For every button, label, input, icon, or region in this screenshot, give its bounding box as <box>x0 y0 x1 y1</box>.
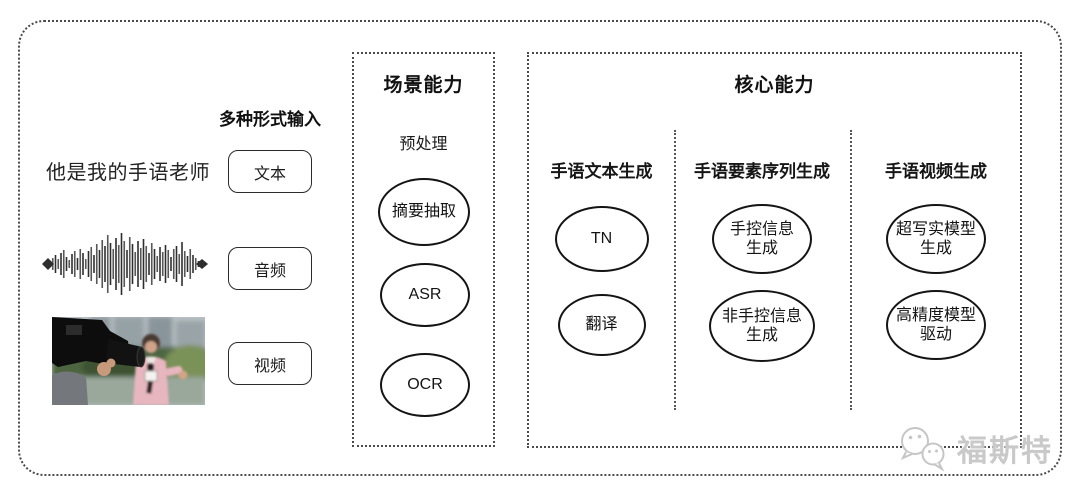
core-capability-box: 核心能力 手语文本生成 TN 翻译 手语要素序列生成 手控信息 生成 非手控信息… <box>527 52 1022 448</box>
column-sign-text-generation: 手语文本生成 TN 翻译 <box>529 54 674 446</box>
node-summary-extraction: 摘要抽取 <box>378 178 470 246</box>
column-header: 手语视频生成 <box>885 162 987 181</box>
node-non-manual-info-generation: 非手控信息 生成 <box>709 290 815 362</box>
node-high-precision-model-driving: 高精度模型 驱动 <box>886 290 986 360</box>
column-divider-2 <box>850 130 852 410</box>
node-asr: ASR <box>380 263 470 327</box>
input-type-box-text: 文本 <box>228 150 312 193</box>
column-header: 手语文本生成 <box>550 162 653 181</box>
outer-dotted-frame <box>18 20 1062 476</box>
node-tn: TN <box>554 206 649 272</box>
node-manual-info-generation: 手控信息 生成 <box>712 204 812 274</box>
audio-waveform-icon <box>42 233 208 295</box>
input-type-box-video: 视频 <box>228 342 312 385</box>
watermark-text: 福斯特 <box>957 435 1053 468</box>
column-sign-element-sequence-generation: 手语要素序列生成 手控信息 生成 非手控信息 生成 <box>674 54 850 446</box>
scene-box-title: 场景能力 <box>383 75 464 96</box>
node-translation: 翻译 <box>557 294 646 356</box>
input-type-box-audio: 音频 <box>228 247 312 290</box>
reporter-figure <box>133 334 188 405</box>
input-section-title: 多种形式输入 <box>219 110 321 129</box>
watermark: 福斯特 <box>894 424 1053 472</box>
column-divider-1 <box>674 130 676 410</box>
column-header: 手语要素序列生成 <box>694 162 830 181</box>
preprocess-label: 预处理 <box>399 136 448 153</box>
text-input-example: 他是我的手语老师 <box>46 162 210 184</box>
scene-capability-box: 场景能力 预处理 摘要抽取 ASR OCR <box>352 52 495 447</box>
chat-bubbles-icon <box>900 427 945 472</box>
video-frame-photo <box>52 317 205 405</box>
core-box-title: 核心能力 <box>734 75 815 96</box>
node-hyperreal-model-generation: 超写实模型 生成 <box>886 204 986 274</box>
cameraman-silhouette <box>52 317 146 405</box>
node-ocr: OCR <box>380 353 470 417</box>
column-sign-video-generation: 手语视频生成 超写实模型 生成 高精度模型 驱动 <box>850 54 1022 446</box>
